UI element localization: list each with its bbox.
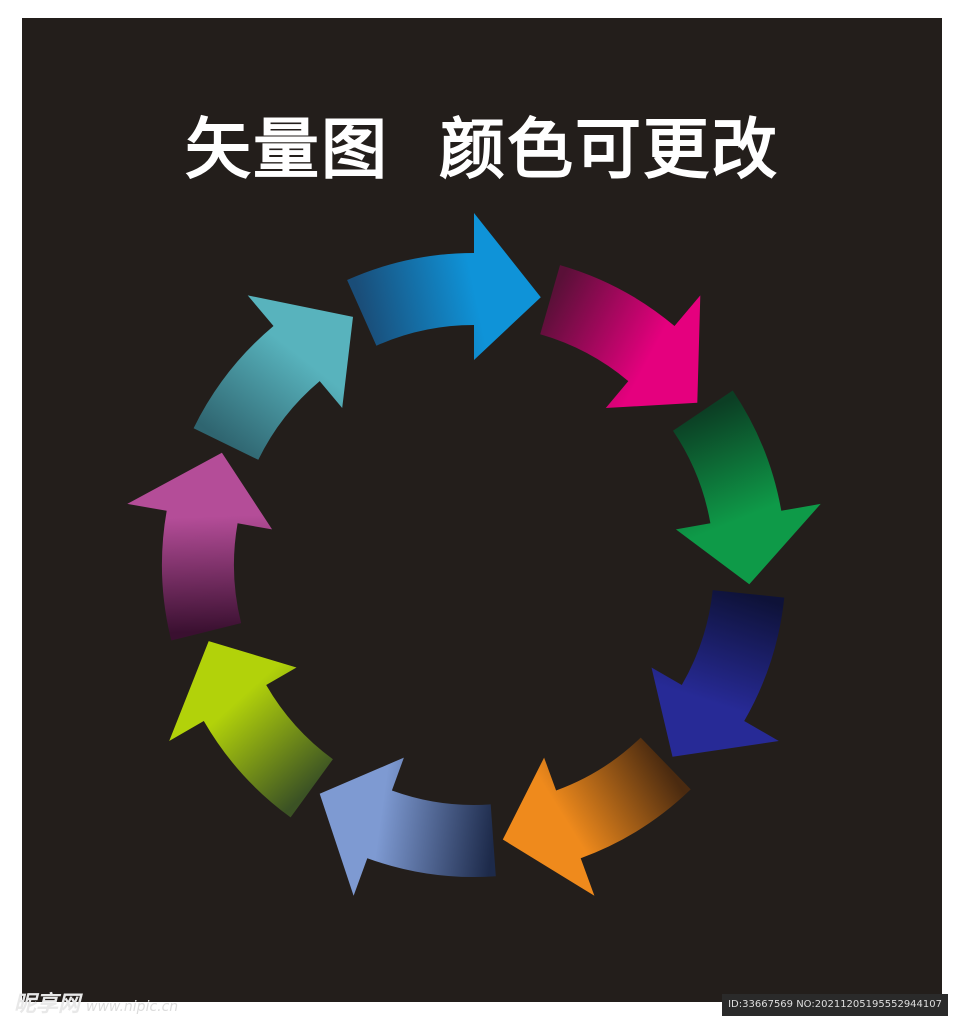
cycle-arrow-ring (127, 213, 821, 896)
diagram-canvas: 矢量图 颜色可更改 (22, 18, 942, 1002)
arrow-segment-green (673, 390, 821, 585)
arrow-segment-magenta (540, 265, 701, 408)
arrow-segment-navy (651, 590, 785, 757)
watermark-logo-text: 昵享网 (14, 992, 81, 1017)
arrow-segment-periwinkle (319, 757, 496, 896)
watermark-logo: 昵享网 www.nipic.cn (14, 990, 178, 1020)
arrow-segment-purple (127, 452, 273, 641)
watermark-id: ID:33667569 NO:20211205195552944107 (722, 994, 948, 1016)
arrow-segment-blue (347, 213, 541, 360)
watermark-site: www.nipic.cn (86, 999, 179, 1015)
title: 矢量图 颜色可更改 (185, 111, 779, 188)
arrow-segment-orange (502, 737, 691, 896)
arrow-segment-teal (193, 295, 353, 460)
arrow-segment-lime (169, 641, 333, 818)
